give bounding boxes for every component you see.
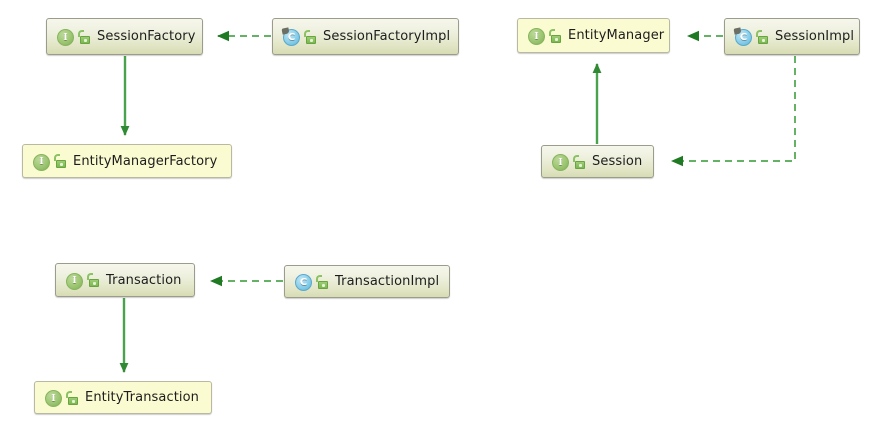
node-label: Session: [592, 154, 643, 169]
interface-icon: I: [527, 27, 545, 45]
node-label: SessionImpl: [775, 29, 855, 44]
node-label: SessionFactory: [97, 29, 196, 44]
node-label: TransactionImpl: [335, 274, 440, 289]
node-label: SessionFactoryImpl: [323, 29, 451, 44]
class-icon: C: [294, 273, 312, 291]
node-transaction-impl[interactable]: C TransactionImpl: [284, 265, 450, 298]
node-session-factory[interactable]: I SessionFactory: [46, 18, 203, 55]
unlocked-padlock-icon: [78, 29, 90, 44]
unlocked-padlock-icon: [304, 29, 316, 44]
node-entity-manager-factory[interactable]: I EntityManagerFactory: [22, 144, 232, 178]
unlocked-padlock-icon: [316, 274, 328, 289]
node-session[interactable]: I Session: [541, 145, 654, 178]
node-entity-transaction[interactable]: I EntityTransaction: [34, 381, 212, 414]
unlocked-padlock-icon: [549, 28, 561, 43]
node-label: Transaction: [106, 272, 182, 288]
class-icon: C: [281, 27, 300, 46]
edge-session-impl-to-session: [671, 56, 796, 167]
unlocked-padlock-icon: [756, 29, 768, 44]
node-transaction[interactable]: I Transaction: [55, 263, 195, 297]
class-icon: C: [733, 27, 752, 46]
unlocked-padlock-icon: [54, 154, 66, 168]
node-label: EntityManagerFactory: [73, 153, 218, 169]
node-entity-manager[interactable]: I EntityManager: [517, 18, 670, 53]
node-session-impl[interactable]: C SessionImpl: [724, 18, 860, 55]
node-label: EntityManager: [568, 28, 665, 43]
interface-icon: I: [56, 28, 74, 46]
unlocked-padlock-icon: [87, 273, 99, 287]
interface-icon: I: [551, 153, 569, 171]
interface-icon: I: [32, 153, 50, 171]
unlocked-padlock-icon: [573, 154, 585, 169]
interface-icon: I: [65, 272, 83, 290]
node-session-factory-impl[interactable]: C SessionFactoryImpl: [272, 18, 459, 55]
unlocked-padlock-icon: [66, 390, 78, 405]
node-label: EntityTransaction: [85, 390, 200, 405]
interface-icon: I: [44, 389, 62, 407]
